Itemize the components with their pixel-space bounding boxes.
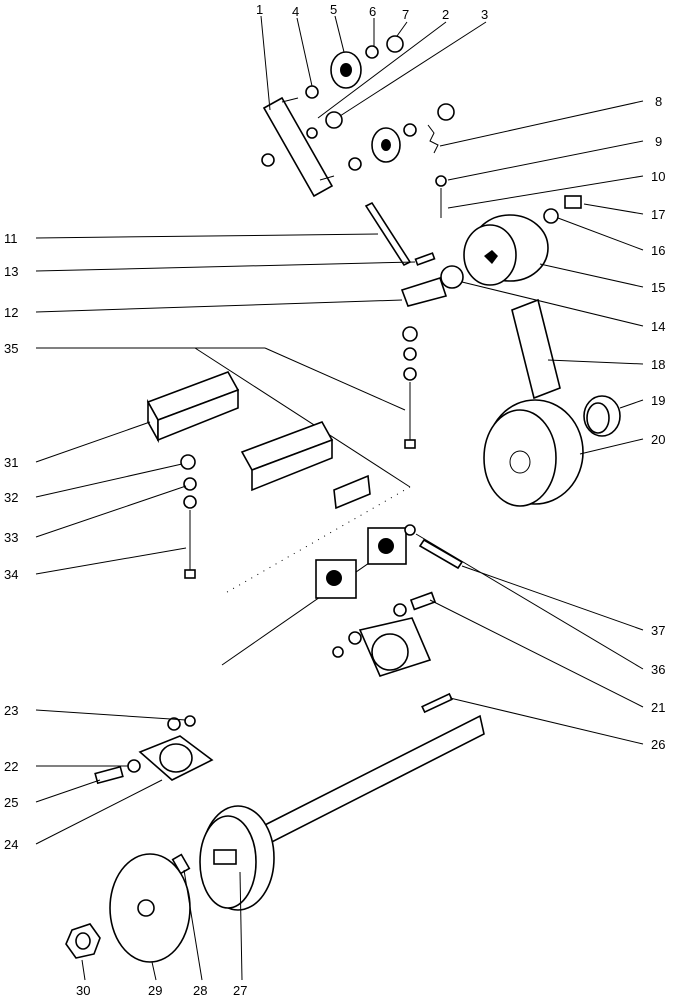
mounting-block-middle [240,421,334,492]
small-block-part [333,474,371,510]
label-22: 22 [4,759,18,774]
bushing-part [583,395,621,437]
label-25: 25 [4,795,18,810]
label-34: 34 [4,567,18,582]
v-belt-part [511,298,561,400]
label-36: 36 [651,662,665,677]
nut-stack-left [180,454,197,579]
label-14: 14 [651,319,665,334]
label-4: 4 [292,4,299,19]
label-19: 19 [651,393,665,408]
label-9: 9 [655,134,662,149]
label-20: 20 [651,432,665,447]
label-31: 31 [4,455,18,470]
part-number-labels: 1 4 5 6 7 2 3 8 9 10 17 16 15 14 18 19 2… [4,2,665,998]
label-8: 8 [655,94,662,109]
label-30: 30 [76,983,90,998]
label-21: 21 [651,700,665,715]
label-2: 2 [442,7,449,22]
frame-guide-lines [194,347,411,666]
upper-pulley-group [305,35,455,218]
label-27: 27 [233,983,247,998]
label-23: 23 [4,703,18,718]
main-pulley-part [199,805,275,911]
flange-bearing-right [332,591,437,677]
clamp-bracket-part [400,277,448,307]
label-17: 17 [651,207,665,222]
label-13: 13 [4,264,18,279]
label-5: 5 [330,2,337,17]
label-24: 24 [4,837,18,852]
ring-part [440,265,464,289]
label-28: 28 [193,983,207,998]
label-32: 32 [4,490,18,505]
label-18: 18 [651,357,665,372]
label-7: 7 [402,7,409,22]
label-1: 1 [256,2,263,17]
label-3: 3 [481,7,488,22]
key-part [421,692,453,714]
label-12: 12 [4,305,18,320]
bolt-head-part [564,195,582,209]
label-26: 26 [651,737,665,752]
bearing-block-pair [315,527,407,599]
washer-part [543,208,559,224]
flange-bearing-left [94,715,214,785]
drive-shaft-part [254,714,485,850]
label-37: 37 [651,623,665,638]
cover-disc-part [109,853,191,963]
leader-lines [35,15,644,981]
nut-part-36 [404,524,416,536]
label-33: 33 [4,530,18,545]
label-35: 35 [4,341,18,356]
mounting-block-left [146,371,240,444]
nut-stack-center [402,326,418,449]
grooved-pulley-part [463,214,549,286]
bolt-part-37 [418,538,464,570]
short-pin-part [414,252,436,266]
label-15: 15 [651,280,665,295]
label-10: 10 [651,169,665,184]
label-6: 6 [369,4,376,19]
large-pulley-part [483,399,584,507]
hex-nut-part [65,923,101,959]
label-11: 11 [4,231,18,246]
label-29: 29 [148,983,162,998]
bracket-plate-part [261,96,335,198]
label-16: 16 [651,243,665,258]
